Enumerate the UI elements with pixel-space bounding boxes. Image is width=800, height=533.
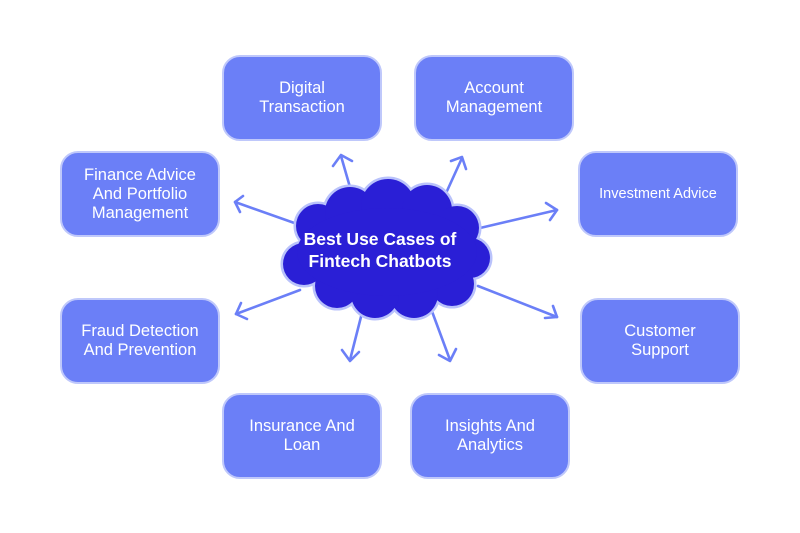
box-finance-advice: Finance Advice And Portfolio Management <box>60 151 220 237</box>
box-fraud-detection: Fraud Detection And Prevention <box>60 298 220 384</box>
box-digital-transaction: Digital Transaction <box>222 55 382 141</box>
box-investment-advice: Investment Advice <box>578 151 738 237</box>
box-account-management: Account Management <box>414 55 574 141</box>
box-insurance-and-loan: Insurance And Loan <box>222 393 382 479</box>
center-title: Best Use Cases of Fintech Chatbots <box>303 229 457 271</box>
arrow-to-insights-and-analytics <box>428 304 458 363</box>
arrow-to-finance-advice <box>233 194 302 227</box>
arrow-to-investment-advice <box>478 201 559 230</box>
arrow-to-fraud-detection <box>234 288 302 321</box>
box-customer-support: Customer Support <box>580 298 740 384</box>
central-cloud <box>280 176 493 321</box>
arrow-to-customer-support <box>476 284 559 320</box>
box-insights-and-analytics: Insights And Analytics <box>410 393 570 479</box>
